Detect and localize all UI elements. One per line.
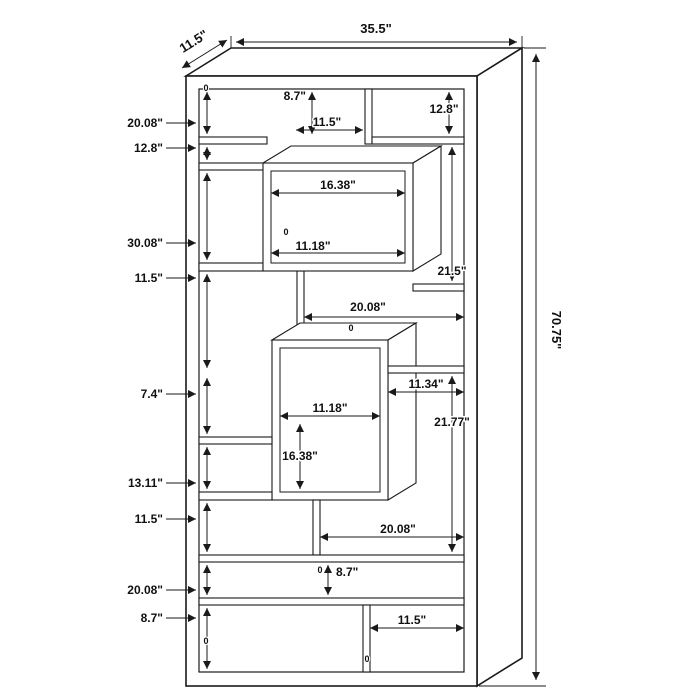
shelf-mid-right xyxy=(387,365,465,374)
upper-box-side-face xyxy=(412,145,442,272)
shelf-left-of-lower-box xyxy=(198,436,273,445)
bottom-divider xyxy=(362,604,371,673)
left-dim-5: 7.4" xyxy=(141,387,163,401)
long-shelf-lower xyxy=(198,597,465,606)
dimension-labels: 35.5" 11.5" 70.75" 20.08" 12.8" 30.08" 1… xyxy=(126,20,566,666)
left-dim-6: 13.11" xyxy=(128,476,163,490)
shelf-upper-left-a xyxy=(198,136,268,145)
upper-box xyxy=(261,145,443,272)
divider-below-lower-box xyxy=(312,499,321,556)
lower-box-opening xyxy=(279,347,381,493)
dim-bottom-right-width: 11.5" xyxy=(398,613,426,627)
top-face xyxy=(183,47,525,77)
shelf-upper-right xyxy=(371,136,465,145)
overall-width-label: 35.5" xyxy=(360,21,391,36)
zero-marker-1: 0 xyxy=(203,83,208,93)
left-dim-1: 20.08" xyxy=(127,116,163,130)
long-shelf-upper xyxy=(198,554,465,563)
dim-lower-right-height: 21.77" xyxy=(434,415,470,429)
dim-top-mid-width: 11.5" xyxy=(313,115,341,129)
lower-box-side-face xyxy=(387,322,417,501)
left-dim-8: 20.08" xyxy=(127,583,163,597)
left-dim-7: 11.5" xyxy=(135,512,163,526)
left-dim-9: 8.7" xyxy=(141,611,163,625)
zero-marker-2: 0 xyxy=(283,227,288,237)
zero-marker-6: 0 xyxy=(364,654,369,664)
dim-top-right-height: 12.8" xyxy=(429,102,458,116)
left-dim-4: 11.5" xyxy=(135,271,163,285)
dim-lower-box-height: 16.38" xyxy=(282,449,318,463)
zero-marker-5: 0 xyxy=(203,636,208,646)
dim-top-left-height: 8.7" xyxy=(284,89,306,103)
upper-box-top-face xyxy=(261,145,443,164)
dim-mid-right-width: 11.34" xyxy=(408,377,443,391)
top-divider xyxy=(364,88,373,145)
dim-lower-width: 20.08" xyxy=(380,522,416,536)
dim-upper-box-width: 16.38" xyxy=(320,178,356,192)
dim-upper-box-height: 11.18" xyxy=(295,239,330,253)
left-dim-2: 12.8" xyxy=(134,141,163,155)
dimension-lines xyxy=(166,36,546,687)
shelf-boards-lower xyxy=(198,365,465,673)
left-dim-3: 30.08" xyxy=(127,236,163,250)
shelf-upper-left-b xyxy=(198,162,268,171)
right-side-face xyxy=(476,46,523,688)
dim-upper-right-height: 21.5" xyxy=(437,264,466,278)
shelf-left-low xyxy=(198,491,273,501)
shelf-under-upper-box-right xyxy=(412,283,465,292)
overall-height-label: 70.75" xyxy=(549,311,564,350)
shelf-mid-left xyxy=(198,262,264,272)
zero-marker-4: 0 xyxy=(317,565,322,575)
zero-marker-3: 0 xyxy=(348,323,353,333)
upper-box-opening xyxy=(270,170,406,264)
dim-lower-mid-height: 8.7" xyxy=(336,565,358,579)
dim-lower-box-width: 11.18" xyxy=(312,401,347,415)
dim-mid-width: 20.08" xyxy=(350,300,386,314)
